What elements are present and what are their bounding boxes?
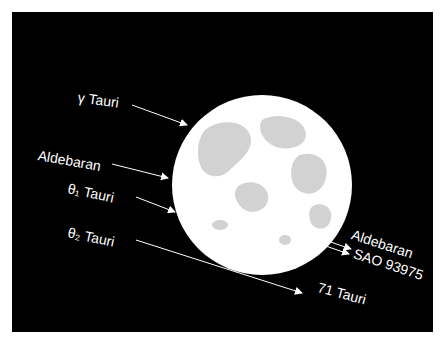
moon xyxy=(172,95,352,275)
leader-line xyxy=(132,105,187,125)
leader-line xyxy=(112,164,168,178)
leader-line xyxy=(314,242,349,254)
night-sky xyxy=(12,12,433,332)
leader-line xyxy=(316,237,351,249)
leader-line xyxy=(136,197,175,212)
leader-line xyxy=(136,240,302,293)
